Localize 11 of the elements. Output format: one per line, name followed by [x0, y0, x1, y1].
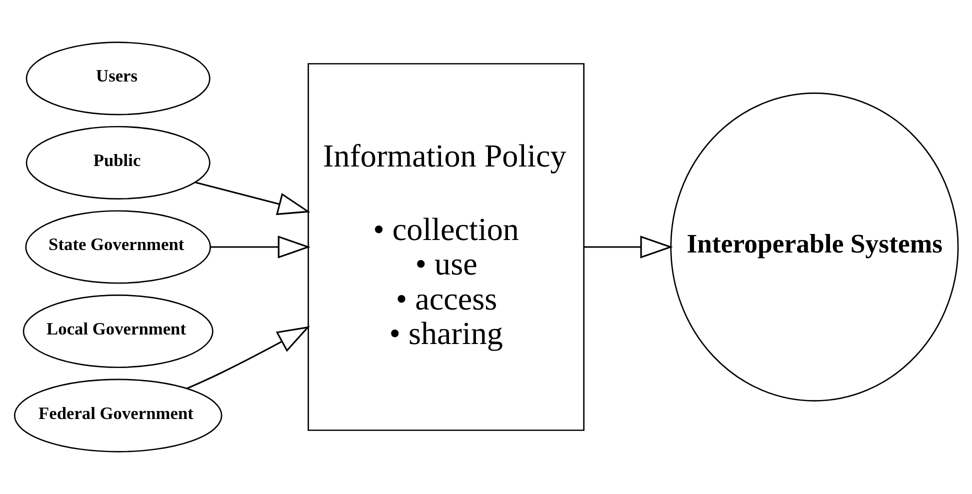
- node-circle: Interoperable Systems: [670, 92, 958, 402]
- node-ellipse: Local Government: [22, 294, 213, 368]
- arrow: [584, 236, 672, 258]
- node-ellipse: Users: [25, 42, 210, 116]
- node-ellipse: Federal Government: [13, 378, 222, 452]
- node-ellipse: Public: [25, 126, 210, 200]
- arrow: [194, 182, 310, 216]
- arrow: [186, 326, 310, 390]
- node-ellipse: State Government: [24, 210, 211, 284]
- node-box: Information Policy • collection • use • access • sharing: [307, 63, 584, 431]
- arrow: [210, 236, 310, 258]
